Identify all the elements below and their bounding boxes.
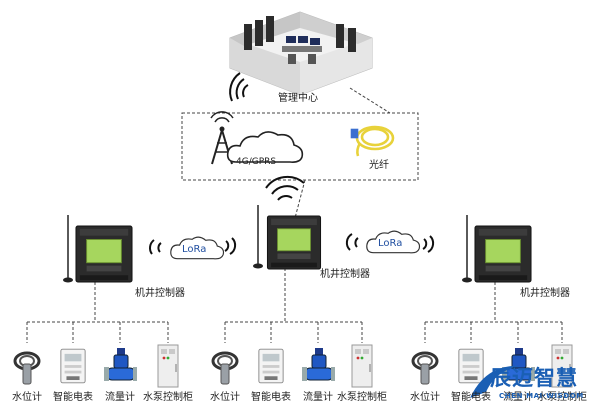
device-label-smart-meter: 智能电表 [53, 392, 93, 403]
controller-center [253, 205, 322, 270]
fiber-cable-icon [350, 125, 395, 157]
smart-meter-icon [60, 348, 86, 384]
device-label-water-level: 水位计 [410, 392, 440, 403]
smart-meter-icon [258, 348, 284, 384]
controller-center-label: 机井控制器 [320, 269, 370, 280]
management-center-room [229, 11, 373, 96]
pump-cabinet-icon [157, 344, 179, 388]
controller-left-label: 机井控制器 [135, 288, 185, 299]
brand-name-en: CHEN MAI·WISDOM [499, 392, 584, 400]
device-group-center [211, 344, 373, 388]
controller-right-label: 机井控制器 [520, 288, 570, 299]
brand-logo-icon [470, 365, 520, 398]
device-label-water-level: 水位计 [210, 392, 240, 403]
flow-meter-icon [301, 347, 335, 382]
smart-meter-icon [458, 348, 484, 384]
brand-name: 辰迈智慧 [490, 366, 578, 390]
device-label-smart-meter: 智能电表 [251, 392, 291, 403]
fiber-label: 光纤 [369, 160, 389, 171]
center-to-fiber-line [349, 87, 391, 114]
water-level-probe-icon [211, 351, 239, 386]
device-label-water-level: 水位计 [12, 392, 42, 403]
flow-meter-icon [103, 347, 137, 382]
network-to-controller-line [294, 179, 306, 219]
controller-left [63, 215, 133, 283]
device-label-pump-cabinet: 水泵控制柜 [537, 392, 587, 403]
device-label-flow-meter: 流量计 [303, 392, 333, 403]
gprs-label: 4G/GPRS [236, 157, 277, 167]
device-label-pump-cabinet: 水泵控制柜 [143, 392, 193, 403]
management-center-label: 管理中心 [278, 93, 318, 104]
network-cloud-icon [226, 131, 304, 163]
lora-cloud-right [345, 230, 435, 254]
lora-cloud-left [149, 236, 237, 260]
controller-wifi-icon [265, 175, 305, 201]
water-level-probe-icon [13, 351, 41, 386]
device-label-flow-meter: 流量计 [105, 392, 135, 403]
device-label-flow-meter: 流量计 [503, 392, 533, 403]
device-group-left [13, 344, 179, 388]
water-level-probe-icon [411, 351, 439, 386]
pump-cabinet-icon [351, 344, 373, 388]
center-wifi-icon [229, 72, 249, 102]
device-label-smart-meter: 智能电表 [451, 392, 491, 403]
lora-label-right: LoRa [378, 238, 403, 249]
controller-right [462, 215, 532, 283]
lora-label-left: LoRa [182, 244, 207, 255]
device-label-pump-cabinet: 水泵控制柜 [337, 392, 387, 403]
